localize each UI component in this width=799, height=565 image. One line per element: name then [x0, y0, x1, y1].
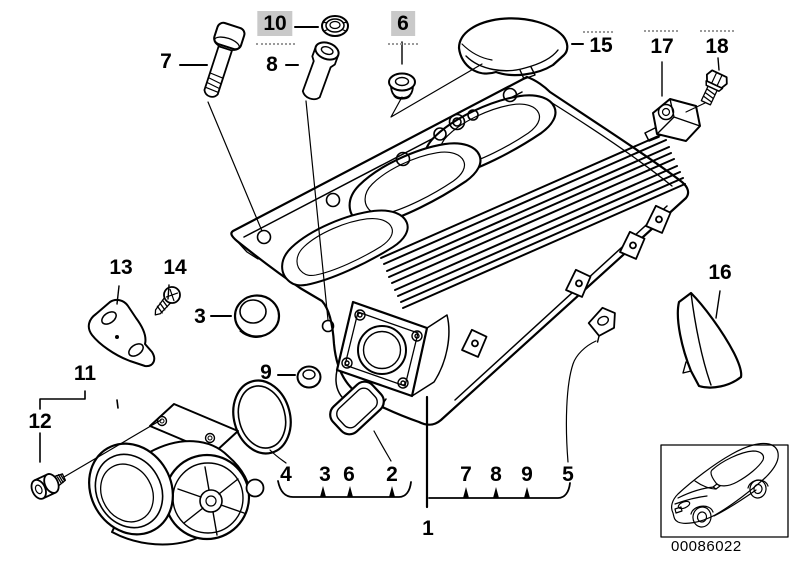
callout-3-group: 3 — [319, 463, 331, 486]
callout-9-group: 9 — [521, 463, 533, 486]
dotted-marker-18 — [700, 30, 734, 32]
car-thumbnail-box — [660, 442, 789, 538]
throttle-flange — [335, 300, 450, 409]
dotted-marker-6 — [388, 43, 418, 45]
flange-holes — [256, 87, 518, 333]
rib-lines — [380, 133, 686, 309]
o-ring-4-drawing — [232, 379, 292, 455]
cap-nut-10-drawing — [321, 15, 349, 37]
grommet-9-drawing — [296, 365, 322, 389]
callout-1-manifold: 1 — [422, 517, 434, 540]
dotted-marker-10 — [256, 43, 295, 45]
bolt-7-drawing — [203, 21, 246, 98]
group-brackets — [277, 395, 571, 509]
callout-17-bracket[interactable]: 17 — [650, 35, 674, 58]
image-code: 00086022 — [671, 538, 742, 555]
clip-part-5 — [587, 306, 616, 343]
callout-4-group: 4 — [280, 463, 292, 486]
cover-16-drawing — [676, 291, 743, 389]
callout-8-pipe: 8 — [266, 53, 278, 76]
car-icon — [671, 442, 779, 528]
callout-18-screw[interactable]: 18 — [705, 35, 729, 58]
mounting-tabs — [455, 200, 678, 363]
intake-manifold-drawing — [230, 75, 690, 426]
callout-7-group: 7 — [460, 463, 472, 486]
dotted-marker-15 — [583, 31, 613, 33]
bracket-17-drawing — [644, 98, 701, 142]
dotted-marker-17 — [644, 30, 678, 32]
callout-6-highlighted[interactable]: 6 — [391, 11, 415, 37]
gasket-2-drawing — [329, 380, 385, 436]
callout-2-group: 2 — [386, 463, 398, 486]
leader-lines — [39, 26, 721, 478]
callout-7-bolt: 7 — [160, 50, 172, 73]
grommet-6-drawing — [388, 72, 416, 100]
callout-15-cover[interactable]: 15 — [589, 34, 613, 57]
seal-ring-3-drawing — [233, 294, 281, 338]
bolt-12-drawing — [30, 473, 67, 500]
callout-12-bolt: 12 — [28, 410, 52, 433]
screw-18-drawing — [700, 69, 728, 106]
callout-8-group: 8 — [490, 463, 502, 486]
throttle-body-drawing — [88, 403, 265, 546]
callout-6-group: 6 — [343, 463, 355, 486]
screw-14-drawing — [154, 286, 181, 316]
callout-3-seal: 3 — [194, 305, 206, 328]
cover-15-drawing — [457, 17, 569, 80]
callout-14-screw: 14 — [163, 256, 187, 279]
callout-9-grommet: 9 — [260, 361, 272, 384]
callout-11-throttle: 11 — [73, 362, 97, 385]
callout-5-group: 5 — [562, 463, 574, 486]
callout-10-highlighted[interactable]: 10 — [257, 11, 293, 37]
vent-pipe-8-drawing — [301, 41, 340, 101]
callout-16-cover: 16 — [708, 261, 732, 284]
bracket-13-drawing — [87, 298, 156, 368]
callout-13-bracket: 13 — [109, 256, 133, 279]
